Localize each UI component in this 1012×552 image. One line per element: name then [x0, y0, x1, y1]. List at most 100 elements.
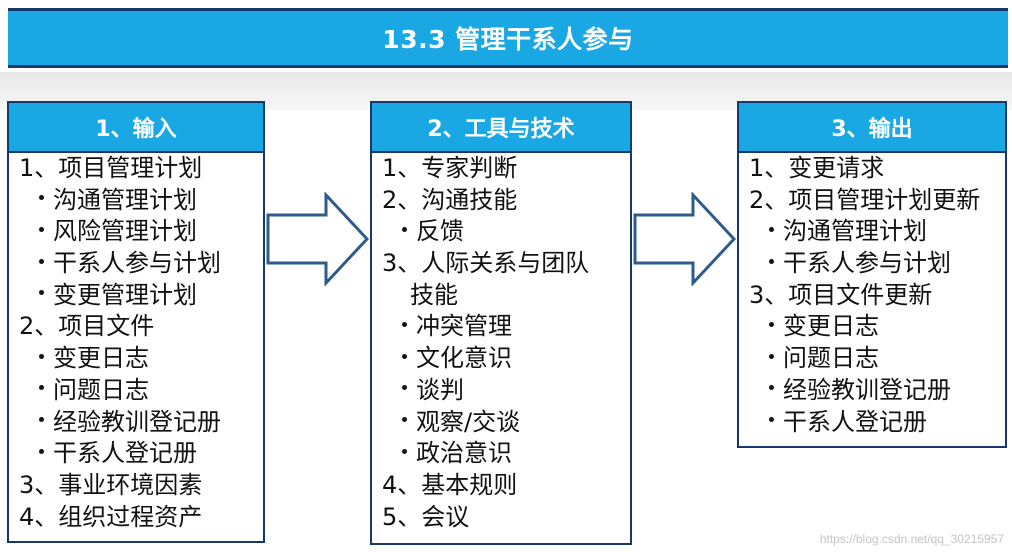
bullet-icon: [39, 226, 44, 232]
list-item: 2、项目文件: [9, 311, 263, 343]
list-item: 2、沟通技能: [372, 185, 630, 217]
list-item-text: 反馈: [416, 217, 464, 246]
sub-list-item: 变更日志: [739, 311, 1005, 343]
list-item-text: 变更日志: [783, 312, 879, 341]
bullet-icon: [39, 448, 44, 454]
list-item: 技能: [372, 280, 630, 312]
title-banner: 13.3 管理干系人参与: [8, 8, 1008, 68]
list-item-text: 经验教训登记册: [53, 407, 221, 436]
sub-list-item: 干系人参与计划: [9, 248, 263, 280]
sub-list-item: 经验教训登记册: [9, 407, 263, 439]
sub-list-item: 问题日志: [739, 343, 1005, 375]
bullet-icon: [402, 385, 407, 391]
list-item-text: 沟通管理计划: [53, 185, 197, 214]
list-item-text: 沟通管理计划: [783, 217, 927, 246]
list-item-text: 干系人登记册: [783, 407, 927, 436]
sub-list-item: 沟通管理计划: [9, 185, 263, 217]
bullet-icon: [769, 258, 774, 264]
list-item-text: 干系人参与计划: [783, 249, 951, 278]
list-item-text: 观察/交谈: [416, 407, 521, 436]
list-item-text: 3、人际关系与团队: [382, 249, 590, 278]
bullet-icon: [769, 417, 774, 422]
list-item-text: 问题日志: [783, 344, 879, 373]
list-item-text: 文化意识: [416, 344, 512, 373]
bullet-icon: [402, 226, 407, 232]
bullet-icon: [769, 226, 774, 232]
bullet-icon: [769, 385, 774, 391]
bullet-icon: [402, 353, 407, 359]
list-item-text: 风险管理计划: [53, 217, 197, 246]
list-item: 1、专家判断: [372, 153, 630, 185]
tools-panel: 2、工具与技术 1、专家判断 2、沟通技能反馈 3、人际关系与团队技能冲突管理文化意…: [370, 101, 632, 545]
list-item-text: 5、会议: [382, 502, 470, 531]
sub-list-item: 问题日志: [9, 375, 263, 407]
list-item-text: 3、事业环境因素: [19, 470, 203, 499]
sub-list-item: 观察/交谈: [372, 407, 630, 439]
input-panel-header: 1、输入: [9, 103, 263, 153]
list-item-text: 政治意识: [416, 439, 512, 468]
right-arrow-icon: [266, 192, 370, 286]
list-item-text: 谈判: [416, 375, 464, 404]
list-item-text: 4、基本规则: [382, 470, 518, 499]
tools-panel-header: 2、工具与技术: [372, 103, 630, 153]
bullet-icon: [769, 321, 774, 327]
sub-list-item: 干系人登记册: [739, 407, 1005, 439]
list-item-text: 2、沟通技能: [382, 185, 518, 214]
list-item-text: 问题日志: [53, 375, 149, 404]
list-item-text: 2、项目管理计划更新: [749, 185, 981, 214]
sub-list-item: 反馈: [372, 216, 630, 248]
sub-list-item: 变更日志: [9, 343, 263, 375]
list-item-text: 变更日志: [53, 344, 149, 373]
sub-list-item: 干系人参与计划: [739, 248, 1005, 280]
list-item: 3、事业环境因素: [9, 470, 263, 502]
list-item-text: 技能: [410, 280, 458, 309]
list-item-text: 变更管理计划: [53, 280, 197, 309]
bullet-icon: [39, 417, 44, 422]
list-item: 5、会议: [372, 502, 630, 534]
list-item-text: 3、项目文件更新: [749, 280, 933, 309]
bullet-icon: [39, 290, 44, 296]
list-item-text: 经验教训登记册: [783, 375, 951, 404]
sub-list-item: 风险管理计划: [9, 216, 263, 248]
sub-list-item: 文化意识: [372, 343, 630, 375]
bullet-icon: [39, 195, 44, 201]
bullet-icon: [39, 258, 44, 264]
list-item: 3、项目文件更新: [739, 280, 1005, 312]
sub-list-item: 干系人登记册: [9, 438, 263, 470]
sub-list-item: 冲突管理: [372, 311, 630, 343]
list-item: 4、组织过程资产: [9, 502, 263, 534]
list-item-text: 1、专家判断: [382, 154, 518, 182]
list-item-text: 冲突管理: [416, 312, 512, 341]
output-panel-header: 3、输出: [739, 103, 1005, 153]
list-item: 1、变更请求: [739, 153, 1005, 185]
list-item: 3、人际关系与团队: [372, 248, 630, 280]
list-item-text: 干系人参与计划: [53, 249, 221, 278]
bullet-icon: [402, 321, 407, 327]
sub-list-item: 政治意识: [372, 438, 630, 470]
bullet-icon: [39, 385, 44, 391]
list-item-text: 4、组织过程资产: [19, 502, 203, 531]
tools-list: 1、专家判断 2、沟通技能反馈 3、人际关系与团队技能冲突管理文化意识谈判观察/交谈…: [372, 153, 630, 533]
bullet-icon: [769, 353, 774, 359]
bullet-icon: [402, 417, 407, 422]
bullet-icon: [39, 353, 44, 359]
list-item: 1、项目管理计划: [9, 153, 263, 185]
list-item-text: 1、变更请求: [749, 154, 885, 182]
input-panel: 1、输入 1、项目管理计划沟通管理计划风险管理计划干系人参与计划变更管理计划 2、…: [7, 101, 265, 543]
bullet-icon: [402, 448, 407, 454]
list-item: 2、项目管理计划更新: [739, 185, 1005, 217]
list-item-text: 2、项目文件: [19, 312, 155, 341]
sub-list-item: 谈判: [372, 375, 630, 407]
input-list: 1、项目管理计划沟通管理计划风险管理计划干系人参与计划变更管理计划 2、项目文件变…: [9, 153, 263, 533]
right-arrow-icon: [633, 192, 737, 286]
sub-list-item: 经验教训登记册: [739, 375, 1005, 407]
page-title: 13.3 管理干系人参与: [382, 25, 634, 54]
list-item-text: 干系人登记册: [53, 439, 197, 468]
sub-list-item: 沟通管理计划: [739, 216, 1005, 248]
list-item: 4、基本规则: [372, 470, 630, 502]
list-item-text: 1、项目管理计划: [19, 154, 203, 182]
watermark: https://blog.csdn.net/qq_30215957: [819, 532, 1004, 546]
sub-list-item: 变更管理计划: [9, 280, 263, 312]
